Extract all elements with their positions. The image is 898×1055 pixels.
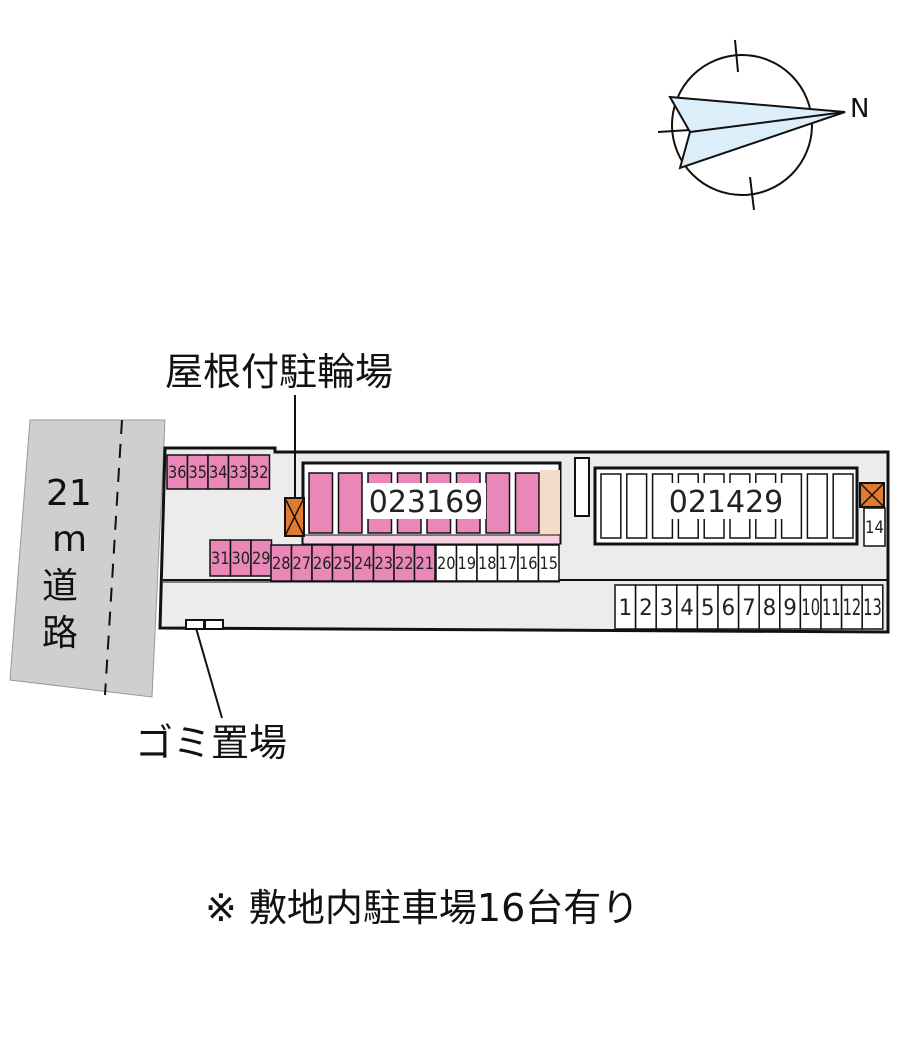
parking-note: ※ 敷地内駐車場16台有り <box>205 886 639 930</box>
compass-tick-top <box>734 39 739 73</box>
parking-space-14 <box>863 507 886 547</box>
parking-space-21 <box>413 544 436 582</box>
parking-space-number: 32 <box>250 463 269 483</box>
road-area <box>9 419 166 698</box>
parking-space-number: 27 <box>293 554 312 574</box>
building-021429: 021429 <box>574 457 859 546</box>
building-b-left-bracket <box>574 457 590 517</box>
building-a-label-bg <box>366 483 486 519</box>
parking-space-number: 2 <box>639 596 653 621</box>
building-unit <box>600 473 622 539</box>
parking-space-number: 8 <box>763 596 777 621</box>
bicycle-parking-marker-a <box>284 497 305 537</box>
road-label-line-1: 21 <box>46 473 92 514</box>
parking-space-number: 35 <box>189 463 208 483</box>
parking-space-32 <box>248 454 271 490</box>
north-arrow-icon <box>668 95 846 170</box>
bicycle-parking-label: 屋根付駐輪場 <box>165 350 393 394</box>
parking-space-number: 26 <box>313 554 332 574</box>
parking-space-number: 11 <box>822 596 841 621</box>
parking-space-number: 23 <box>375 554 394 574</box>
parking-space-number: 28 <box>272 554 291 574</box>
road-label-line-4: 路 <box>42 613 78 654</box>
parking-space-number: 33 <box>230 463 249 483</box>
parking-space-number: 16 <box>519 554 538 574</box>
building-unit <box>337 472 363 534</box>
parking-space-14: 14 <box>863 507 886 547</box>
compass-tick-bottom <box>749 176 755 211</box>
parking-space-number: 6 <box>721 596 735 621</box>
parking-space-number: 20 <box>437 554 456 574</box>
building-023169: 023169 <box>301 461 562 545</box>
parking-space-number: 22 <box>395 554 414 574</box>
parking-space-number: 3 <box>660 596 674 621</box>
parking-space-number: 14 <box>865 518 884 538</box>
building-unit <box>626 473 648 539</box>
bicycle-parking-marker-b <box>859 482 885 508</box>
parking-space-number: 34 <box>209 463 228 483</box>
compass: N <box>657 39 869 211</box>
garbage-pointer <box>195 627 223 719</box>
parking-space-number: 12 <box>843 596 862 621</box>
parking-space-number: 29 <box>252 549 271 569</box>
building-b-label-bg <box>666 483 786 519</box>
building-a-strip <box>302 534 561 545</box>
road-label-line-3: 道 <box>42 566 78 607</box>
parking-space-number: 31 <box>211 549 230 569</box>
garbage-label: ゴミ置場 <box>135 721 287 765</box>
parking-space-number: 5 <box>701 596 715 621</box>
building-unit <box>806 473 828 539</box>
north-label: N <box>850 94 869 124</box>
parking-space-number: 17 <box>499 554 518 574</box>
building-a-label: 023169 <box>369 485 484 520</box>
building-unit <box>832 473 854 539</box>
parking-space-13 <box>861 584 884 630</box>
parking-space-number: 4 <box>680 596 694 621</box>
road: 21 m 道 路 <box>9 419 166 698</box>
parking-space-number: 25 <box>334 554 353 574</box>
parking-space-number: 13 <box>863 596 882 621</box>
garbage-area <box>185 619 224 630</box>
building-unit <box>308 472 334 534</box>
parking-space-number: 9 <box>783 596 797 621</box>
parking-space-number: 7 <box>742 596 756 621</box>
building-b-label: 021429 <box>669 485 784 520</box>
parking-space-number: 24 <box>354 554 373 574</box>
building-unit <box>514 472 540 534</box>
north-arrow-center <box>689 111 846 133</box>
parking-space-number: 19 <box>458 554 477 574</box>
parking-space-number: 21 <box>416 554 435 574</box>
road-label-line-2: m <box>52 519 87 560</box>
building-unit <box>485 472 511 534</box>
parking-space-number: 15 <box>540 554 559 574</box>
parking-space-number: 36 <box>168 463 187 483</box>
compass-tick-left <box>657 129 691 133</box>
building-a-peach <box>540 470 560 540</box>
parking-space-15 <box>537 544 560 582</box>
road-centerline <box>104 419 123 696</box>
parking-space-number: 30 <box>232 549 251 569</box>
parking-space-number: 1 <box>618 596 632 621</box>
parking-space-number: 10 <box>801 596 820 621</box>
parking-space-number: 18 <box>478 554 497 574</box>
